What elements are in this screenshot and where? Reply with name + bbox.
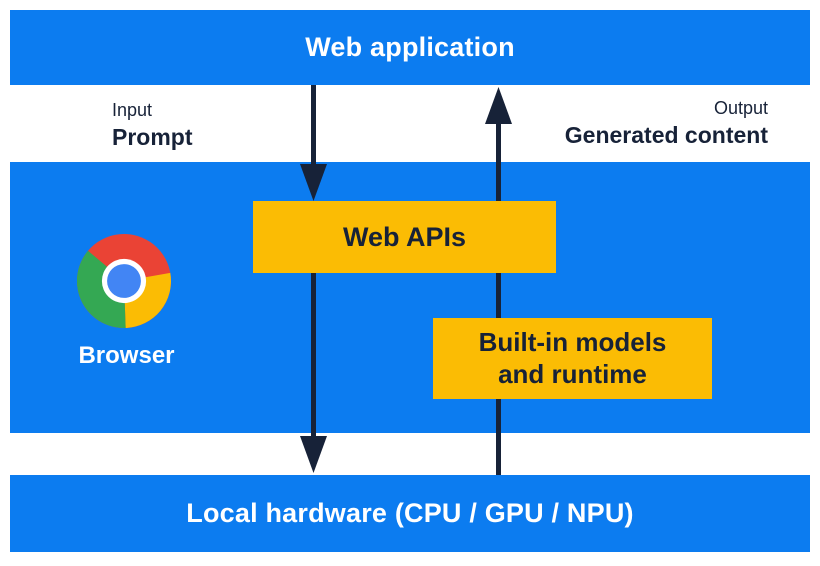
input-annotation: Input Prompt (112, 100, 193, 151)
chrome-green-segment (77, 250, 126, 328)
up-arrow-head (485, 87, 512, 124)
input-label: Input (112, 100, 153, 120)
web-application-label: Web application (305, 32, 515, 62)
builtin-models-label-line1: Built-in models (478, 327, 667, 358)
builtin-models-box: Built-in models and runtime (433, 318, 712, 399)
up-arrow-line (496, 120, 501, 475)
down-arrow-line-bottom (311, 273, 316, 443)
builtin-models-label-line2: and runtime (498, 358, 647, 389)
browser-label: Browser (78, 342, 175, 369)
down-arrow-head-bottom (300, 436, 327, 473)
web-apis-label: Web APIs (342, 221, 467, 252)
chrome-icon (77, 234, 171, 328)
chrome-blue-center (107, 264, 141, 298)
local-hardware-label: Local hardware (CPU / GPU / NPU) (186, 498, 634, 528)
output-label: Output (713, 98, 768, 118)
input-value: Prompt (112, 123, 193, 150)
down-arrow-line-top (311, 85, 316, 171)
output-value: Generated content (564, 121, 768, 148)
local-hardware-layer: Local hardware (CPU / GPU / NPU) (10, 475, 810, 552)
web-application-layer: Web application (10, 10, 810, 85)
output-annotation: Output Generated content (565, 98, 768, 149)
web-apis-box: Web APIs (253, 201, 556, 273)
